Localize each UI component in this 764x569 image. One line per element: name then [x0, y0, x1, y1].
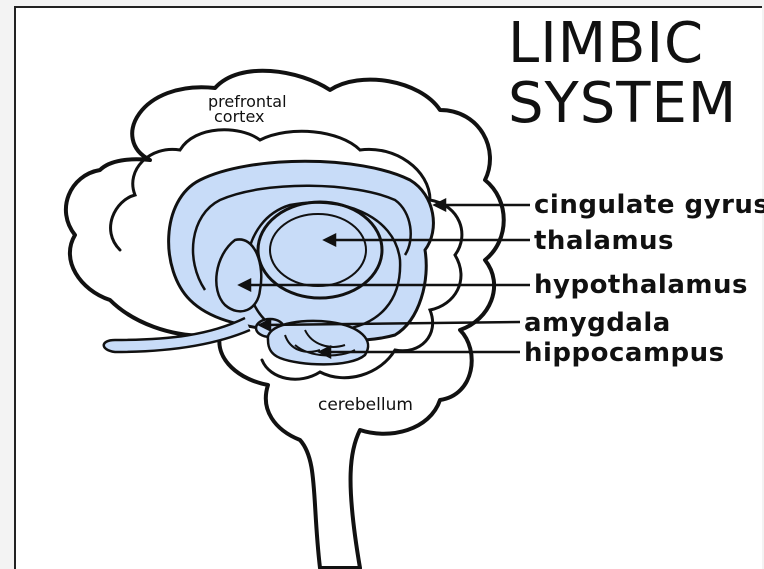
thalamus-shape — [258, 202, 382, 298]
label-amygdala: amygdala — [524, 308, 671, 338]
label-hypothalamus: hypothalamus — [534, 270, 748, 300]
label-cingulate-gyrus: cingulate gyrus — [534, 190, 764, 220]
title-line-2: SYSTEM — [508, 74, 748, 134]
title-line-1: LIMBIC — [508, 14, 748, 74]
label-thalamus: thalamus — [534, 226, 674, 256]
label-cerebellum: cerebellum — [318, 398, 413, 413]
label-prefrontal-cortex: prefrontal cortex — [208, 94, 287, 124]
diagram-title: LIMBIC SYSTEM — [508, 14, 748, 134]
label-hippocampus: hippocampus — [524, 338, 725, 368]
label-prefrontal-line2: cortex — [208, 109, 287, 124]
